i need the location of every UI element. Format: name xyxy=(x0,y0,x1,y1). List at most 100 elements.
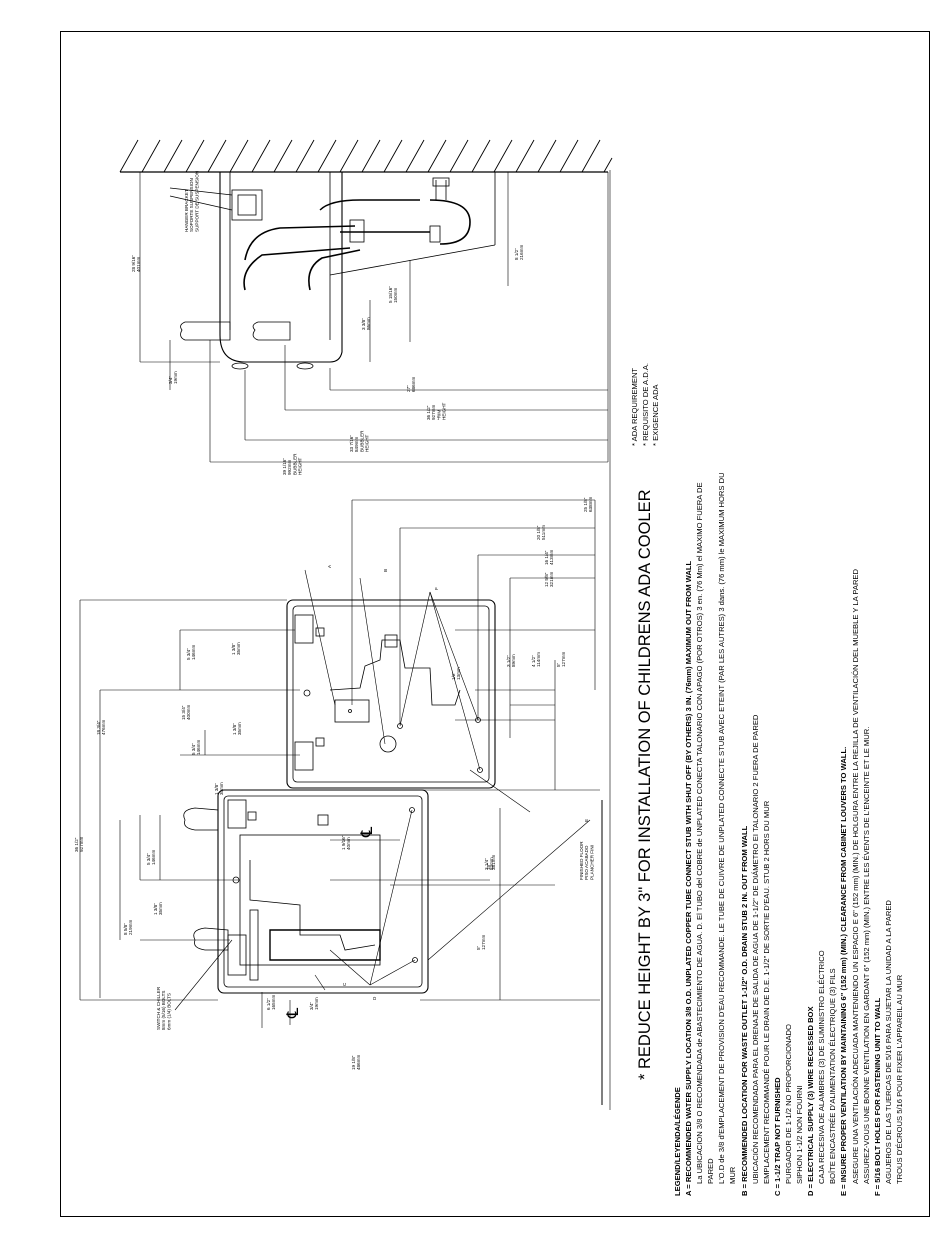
legend-line: TROUS D'ÉCROUS 5/16 POUR FIXER L'APPAREI… xyxy=(894,974,904,1184)
legend-line: AGUJEROS DE LAS TUERCAS DE 5/16 PARA SUJ… xyxy=(883,900,893,1184)
legend-line: F = 5/16 BOLT HOLES FOR FASTENING UNIT T… xyxy=(872,997,882,1196)
ada-note-en: * ADA REQUIREMENT xyxy=(630,367,639,446)
legend-line: MUR xyxy=(728,1166,738,1184)
front-view xyxy=(79,170,611,1110)
legend-line: A = RECOMMENDED WATER SUPPLY LOCATION 3/… xyxy=(684,560,694,1196)
p-trap xyxy=(429,199,471,245)
front-left-dimension-label: 3/4"19mm xyxy=(309,997,319,1010)
front-mid-dimension-label: 5"127mm xyxy=(476,935,486,950)
front-top-dimension-label: 3 1/2"89mm xyxy=(506,654,516,667)
callout-letter: A xyxy=(327,564,332,568)
front-left-dimension-label: 36 1/2"927mm xyxy=(74,837,84,852)
front-mid-dimension-label: 1/2"13mm xyxy=(451,667,461,680)
side-dimension-label: 27"686mm xyxy=(406,377,416,392)
legend-line: SIPHON 1-1/2 NON FOURNI xyxy=(795,1085,805,1184)
ada-notes: * ADA REQUIREMENT * REQUISITO DE A.D.A. … xyxy=(630,326,662,446)
legend-line: BOÎTE ENCASTRÉE D'ALIMENTATION ÉLECTRIQU… xyxy=(828,968,838,1184)
drawing-title: * REDUCE HEIGHT BY 3" FOR INSTALLATION O… xyxy=(636,489,654,1080)
side-dimension-label: 5 15/16"150mm xyxy=(388,286,398,303)
front-left-dimension-label: 1 3/8"35mm xyxy=(231,642,241,655)
legend-line: ASSUREZ-VOUS UNE BONNE VENTILATION EN GA… xyxy=(861,726,871,1184)
callout-letter: F xyxy=(434,587,439,590)
side-dimension-label: 28 9/16"401mm xyxy=(131,255,141,272)
front-left-dimension-label: 5 3/4"146mm xyxy=(186,645,196,660)
front-mid-dimension-label: 15"381mm xyxy=(486,855,496,870)
legend-line: E = INSURE PROPER VENTILATION BY MAINTAI… xyxy=(839,746,849,1196)
front-mid-dimension-label: 1 9/16"40mm xyxy=(341,835,351,850)
callout-letter: E xyxy=(584,819,589,822)
legend-line: ASEGURE UNA VENTILACIÓN ADECUADA MANTENI… xyxy=(850,569,860,1184)
bubbler-right xyxy=(252,321,291,341)
upper-cabinet-panel xyxy=(286,599,496,789)
height-label: 39 1/16"992mmBUBBLERHEIGHT xyxy=(282,453,303,475)
chiller-tank xyxy=(269,929,381,961)
front-top-dimension-label: 4 1/2"114mm xyxy=(531,652,541,667)
drawing-frame xyxy=(60,31,930,1217)
front-left-dimension-label: 5 3/4"146mm xyxy=(191,740,201,755)
side-view xyxy=(119,139,613,463)
hanger-bracket xyxy=(231,189,263,221)
bubbler-left xyxy=(180,321,231,341)
legend-line: PARED xyxy=(706,1158,716,1184)
front-left-dimension-label: 6 1/2"165mm xyxy=(266,995,276,1010)
front-mid-dimension-label: 3 1/4"83mm xyxy=(484,857,494,870)
callout-letter: D xyxy=(372,996,377,1000)
legend-line: EMPLACEMENT RECOMMANDÉ POUR LE DRAIN DE … xyxy=(761,800,771,1184)
foot-right xyxy=(296,362,314,370)
lower-cabinet-panel xyxy=(217,789,429,994)
lower-bubbler-left xyxy=(227,934,247,976)
front-top-dimension-label: 5"127mm xyxy=(556,652,566,667)
legend-line: UBICACIÓN RECOMENDADA PARA EL DRENAJE DE… xyxy=(750,714,760,1184)
side-dimension-label: 3 3/8"86mm xyxy=(361,317,371,330)
legend-line: PURGADOR DE 1-1/2 NO PROPORCIONADO xyxy=(783,1024,793,1184)
leader-lines xyxy=(174,569,591,1011)
callout-letter: C xyxy=(342,982,347,986)
legend-lines: A = RECOMMENDED WATER SUPPLY LOCATION 3/… xyxy=(683,56,905,1196)
front-left-dimension-label: 1 3/8"35mm xyxy=(153,902,163,915)
bolt-note-label: SWITCH & CHILLER8mm (5/16) BOLTS6mm (1/4… xyxy=(156,986,171,1030)
front-left-dimension-label: 5 3/4"146mm xyxy=(146,850,156,865)
hanger-bracket-label: HANGER BRACKETSOPORTE SUSPENSIONSUPPORT … xyxy=(184,171,199,232)
side-dimension-label: 8 1/2"216mm xyxy=(514,245,524,260)
legend-line: B = RECOMMENDED LOCATION FOR WASTE OUTLE… xyxy=(739,825,749,1196)
lower-bubbler-right xyxy=(227,799,247,829)
ada-note-fr: * EXIGENCE ADA xyxy=(651,384,660,446)
drain-outlet xyxy=(379,735,397,753)
finished-floor-label: FINISHED FLOORPISO ACABADOPLANCHER FINI xyxy=(579,841,594,880)
supply-tube xyxy=(244,225,356,261)
wall-hatching xyxy=(119,139,613,173)
front-left-dimension-label: 8 5/8"219mm xyxy=(123,920,133,935)
front-left-dimension-label: 18 3/4"476mm xyxy=(96,720,106,735)
side-dimension-label: 3/4"19mm xyxy=(168,371,178,384)
centerline-symbols: ℄ ℄ xyxy=(285,826,376,1019)
front-top-dimension-label: 12 5/8"321mm xyxy=(544,572,554,587)
front-top-dimension-label: 25 1/8"638mm xyxy=(583,497,593,512)
front-top-dimension-label: 16 1/4"413mm xyxy=(544,550,554,565)
front-top-dimension-label: 20 1/8"511mm xyxy=(536,525,546,540)
legend: LEGEND/LEYENDA/LÉGENDE A = RECOMMENDED W… xyxy=(672,56,905,1196)
upper-bubbler-left xyxy=(294,741,314,771)
svg-text:℄: ℄ xyxy=(359,826,376,838)
cooler-inner-lines xyxy=(229,172,331,340)
legend-line: D = ELECTRICAL SUPPLY (3) WIRE RECESSED … xyxy=(806,1006,816,1196)
upper-bubbler-right xyxy=(294,614,314,644)
height-label: 36 1/2"927mm*RIMHEIGHT xyxy=(426,402,447,420)
callout-letter: B xyxy=(383,569,388,572)
legend-line: CAJA RECESIVA DE ALAMBRES (3) DE SUMINIS… xyxy=(817,950,827,1184)
legend-heading: LEGEND/LEYENDA/LÉGENDE xyxy=(673,1087,682,1196)
side-dimensions xyxy=(139,172,609,463)
height-label: 33 7/16"849mmBUBBLERHEIGHT xyxy=(349,430,370,452)
dimension-labels: HANGER BRACKETSOPORTE SUSPENSIONSUPPORT … xyxy=(74,171,594,1070)
front-dimensions xyxy=(79,170,611,1110)
cooler-side-outline xyxy=(219,172,343,363)
front-left-dimension-label: 15 3/4"400mm xyxy=(181,705,191,720)
foot-left xyxy=(231,362,249,370)
legend-line: La UBICACION 3/8 O RECOMENDADA de ABASTE… xyxy=(695,482,705,1184)
legend-line: L'O.D de 3/8 d'EMPLACEMENT DE PROVISION … xyxy=(717,472,727,1184)
front-left-dimension-label: 1 3/8"35mm xyxy=(232,722,242,735)
legend-line: C = 1-1/2 TRAP NOT FURNISHED xyxy=(772,1077,782,1196)
svg-text:℄: ℄ xyxy=(285,1007,302,1019)
front-left-dimension-label: 19 1/8"486mm xyxy=(351,1055,361,1070)
ada-note-es: * REQUISITO DE A.D.A. xyxy=(640,363,650,446)
